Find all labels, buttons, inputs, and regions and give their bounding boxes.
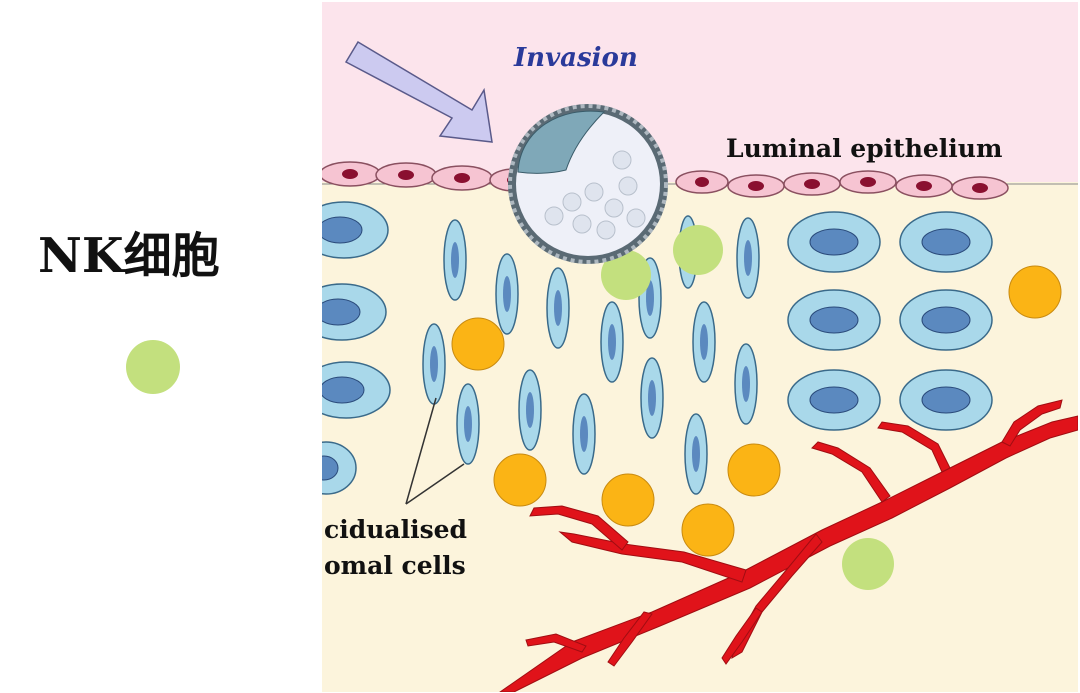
nk-cell-legend-marker [126,340,180,394]
blastocyst [508,104,668,264]
implantation-diagram: Invasion Luminal epithelium cidualised o… [322,2,1078,692]
uterine-lumen [322,2,1078,182]
stromal-cells-label-line2: omal cells [324,551,466,580]
stromal-cells-label-line1: cidualised [324,515,467,544]
nk-cell-legend-title: NK细胞 [38,228,220,284]
orange-cells [451,265,1062,557]
luminal-epithelium-label: Luminal epithelium [726,134,1002,163]
invasion-label: Invasion [513,43,638,73]
blood-vessel [499,399,1078,692]
decidual-cells-round [322,201,993,495]
invasion-arrow [344,40,493,143]
label-pointer-lines [405,397,465,505]
nk-cells [601,225,894,590]
